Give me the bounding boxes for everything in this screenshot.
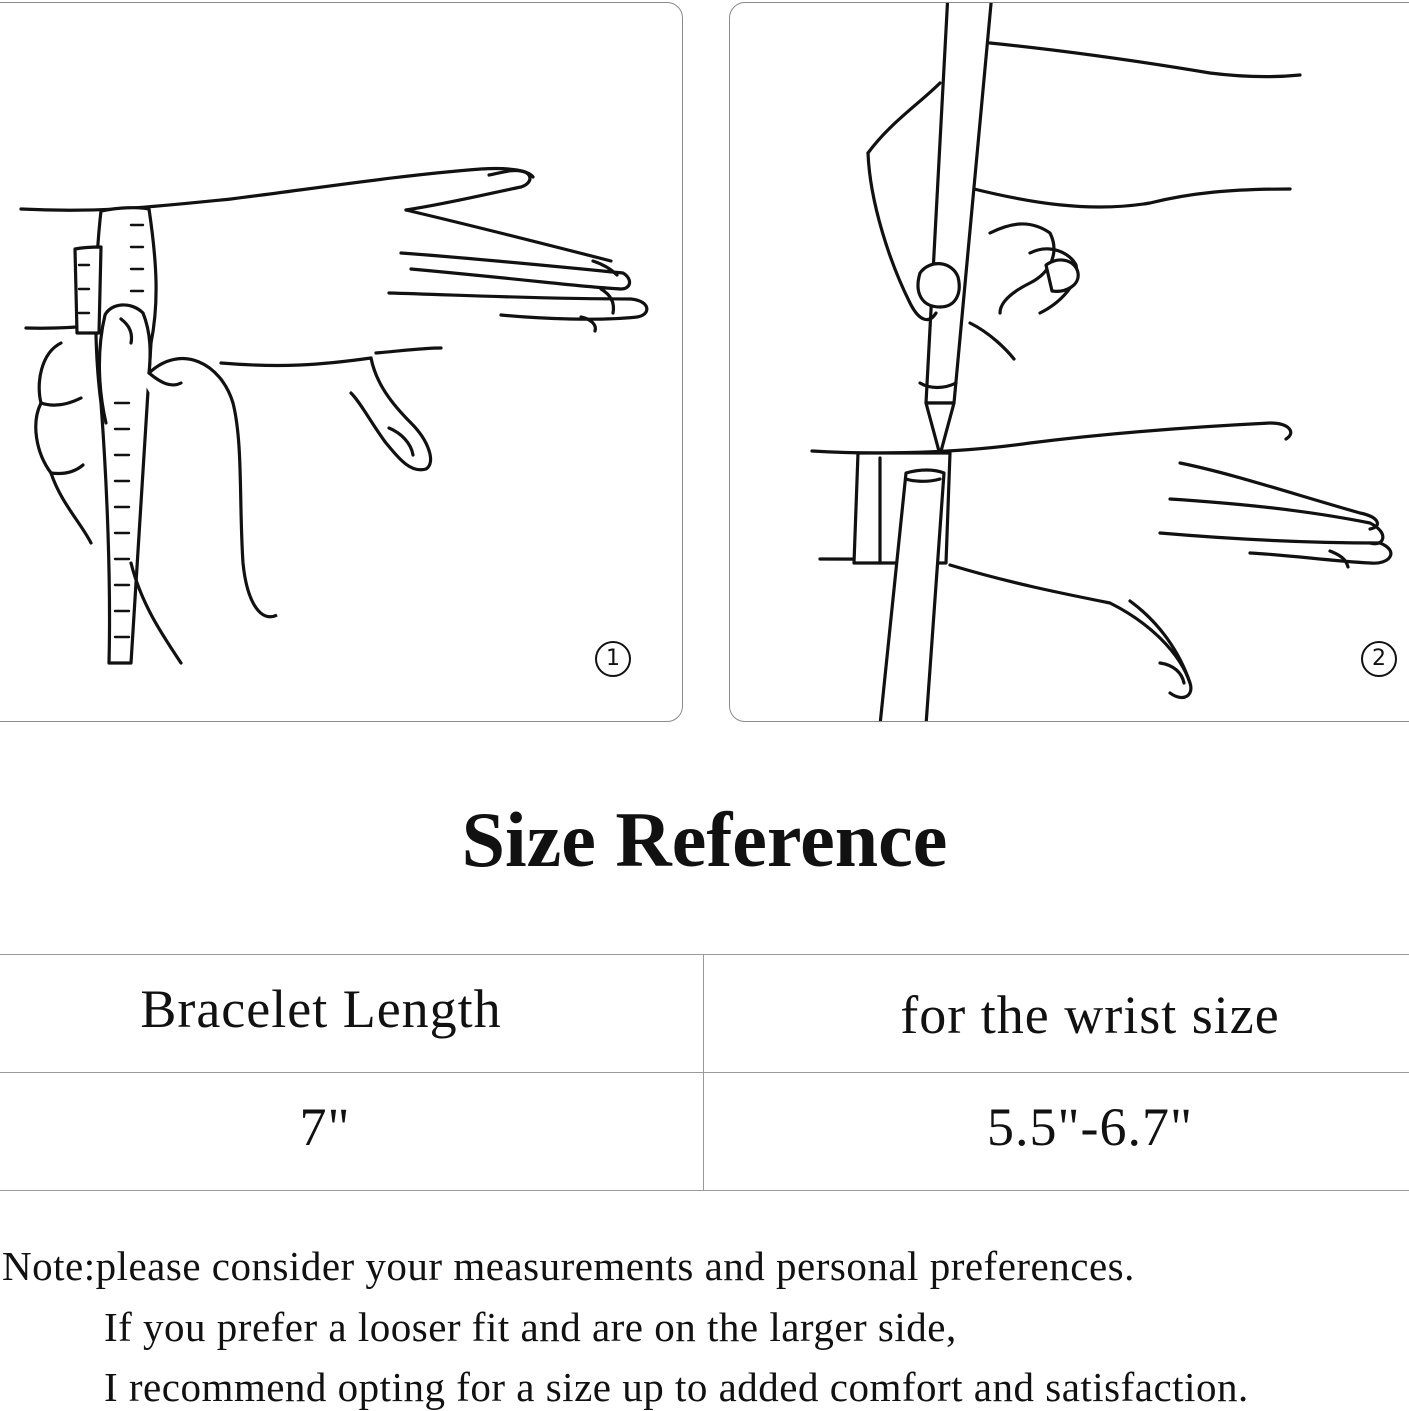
table-header-wrist-size: for the wrist size bbox=[900, 985, 1280, 1045]
step-number-badge: 1 bbox=[595, 641, 631, 677]
hand-with-pen-illustration bbox=[810, 3, 1393, 721]
page-title: Size Reference bbox=[461, 796, 948, 883]
hand-with-tape-illustration bbox=[19, 166, 649, 665]
note-line-1: Note:please consider your measurements a… bbox=[2, 1243, 1135, 1289]
note-line-2: If you prefer a looser fit and are on th… bbox=[104, 1304, 957, 1350]
note-line-3: I recommend opting for a size up to adde… bbox=[104, 1364, 1249, 1410]
illustration-panel-measure-wrist: 1 bbox=[0, 2, 683, 722]
table-cell-wrist-size: 5.5"-6.7" bbox=[986, 1097, 1194, 1157]
table-column-divider bbox=[703, 955, 704, 1190]
table-cell-bracelet-length: 7" bbox=[299, 1097, 351, 1157]
table-header-bracelet-length: Bracelet Length bbox=[140, 979, 502, 1039]
table-border-bottom bbox=[0, 1190, 1409, 1191]
step-number-badge: 2 bbox=[1361, 641, 1397, 677]
table-border-top bbox=[0, 954, 1409, 955]
table-row-divider bbox=[0, 1072, 1409, 1073]
illustration-panel-mark-tape: 2 bbox=[729, 2, 1409, 722]
